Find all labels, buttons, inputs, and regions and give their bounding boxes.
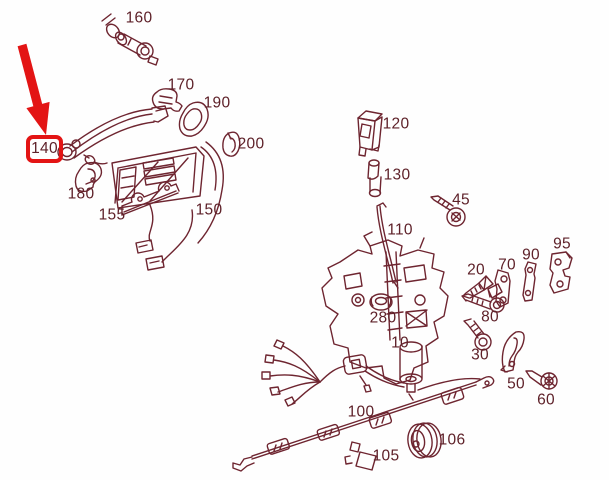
part-label-20: 20: [467, 261, 485, 279]
part-label-100: 100: [347, 403, 375, 421]
part-label-60: 60: [537, 391, 555, 409]
part-106-drawing: [406, 421, 443, 459]
part-90-drawing: [523, 262, 536, 301]
part-10-drawing: [322, 232, 448, 400]
part-label-80: 80: [481, 308, 499, 326]
part-150-drawing: [112, 142, 223, 270]
part-120-drawing: [358, 111, 382, 156]
part-105-drawing: [345, 442, 376, 470]
lock-wiring-harness-drawing: [262, 340, 404, 406]
part-label-150: 150: [195, 201, 223, 219]
part-140-drawing: [56, 106, 168, 166]
part-label-45: 45: [452, 191, 470, 209]
part-160-drawing: [102, 14, 158, 65]
part-label-130: 130: [383, 166, 411, 184]
part-190-drawing: [179, 102, 208, 136]
part-label-280: 280: [369, 309, 397, 327]
part-100-drawing: [233, 377, 494, 471]
part-label-70: 70: [498, 256, 516, 274]
part-280-drawing: [370, 294, 392, 310]
part-30-drawing: [464, 319, 491, 350]
part-200-drawing: [223, 132, 240, 156]
part-label-170: 170: [167, 76, 195, 94]
part-20-drawing: [463, 276, 493, 298]
part-label-106: 106: [438, 431, 466, 449]
part-label-120: 120: [382, 115, 410, 133]
part-label-110: 110: [387, 221, 413, 239]
part-label-30: 30: [471, 346, 489, 364]
part-95-drawing: [550, 252, 572, 293]
part-180-drawing: [75, 163, 101, 192]
highlight-arrow: [17, 43, 50, 135]
part-label-180: 180: [67, 185, 95, 203]
part-60-drawing: [526, 371, 557, 389]
part-label-200: 200: [237, 135, 265, 153]
part-label-155: 155: [98, 206, 126, 224]
part-45-drawing: [431, 196, 465, 226]
part-label-90: 90: [522, 246, 540, 264]
part-50-drawing: [501, 332, 524, 372]
part-label-10: 10: [391, 334, 409, 352]
part-label-50: 50: [507, 375, 525, 393]
part-130-drawing: [368, 160, 381, 197]
part-label-190: 190: [203, 94, 231, 112]
part-label-105: 105: [372, 447, 400, 465]
part-label-140: 140: [31, 140, 58, 158]
part-label-95: 95: [553, 235, 571, 253]
part-label-160: 160: [125, 9, 153, 27]
highlight-box: 140: [26, 135, 63, 163]
part-170-drawing: [153, 89, 183, 111]
part-80-drawing: [462, 294, 504, 312]
